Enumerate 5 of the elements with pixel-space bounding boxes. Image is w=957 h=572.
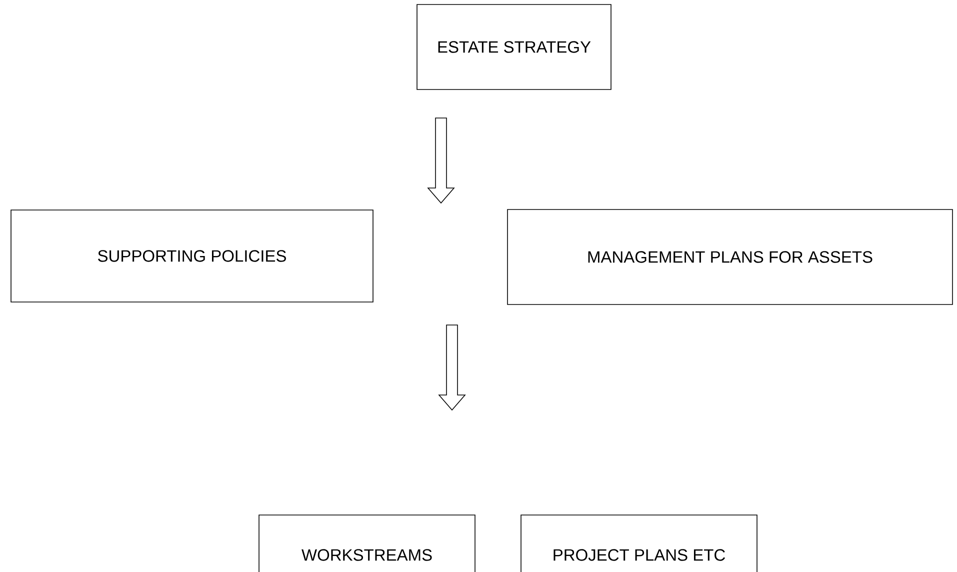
process-box: ESTATE STRATEGY [416, 4, 612, 90]
process-box: WORKSTREAMS [258, 514, 476, 572]
process-box: SUPPORTING POLICIES [10, 210, 374, 302]
process-box: PROJECT PLANS ETC [520, 514, 758, 572]
process-box: MANAGEMENT PLANS FOR ASSETS [507, 209, 953, 305]
